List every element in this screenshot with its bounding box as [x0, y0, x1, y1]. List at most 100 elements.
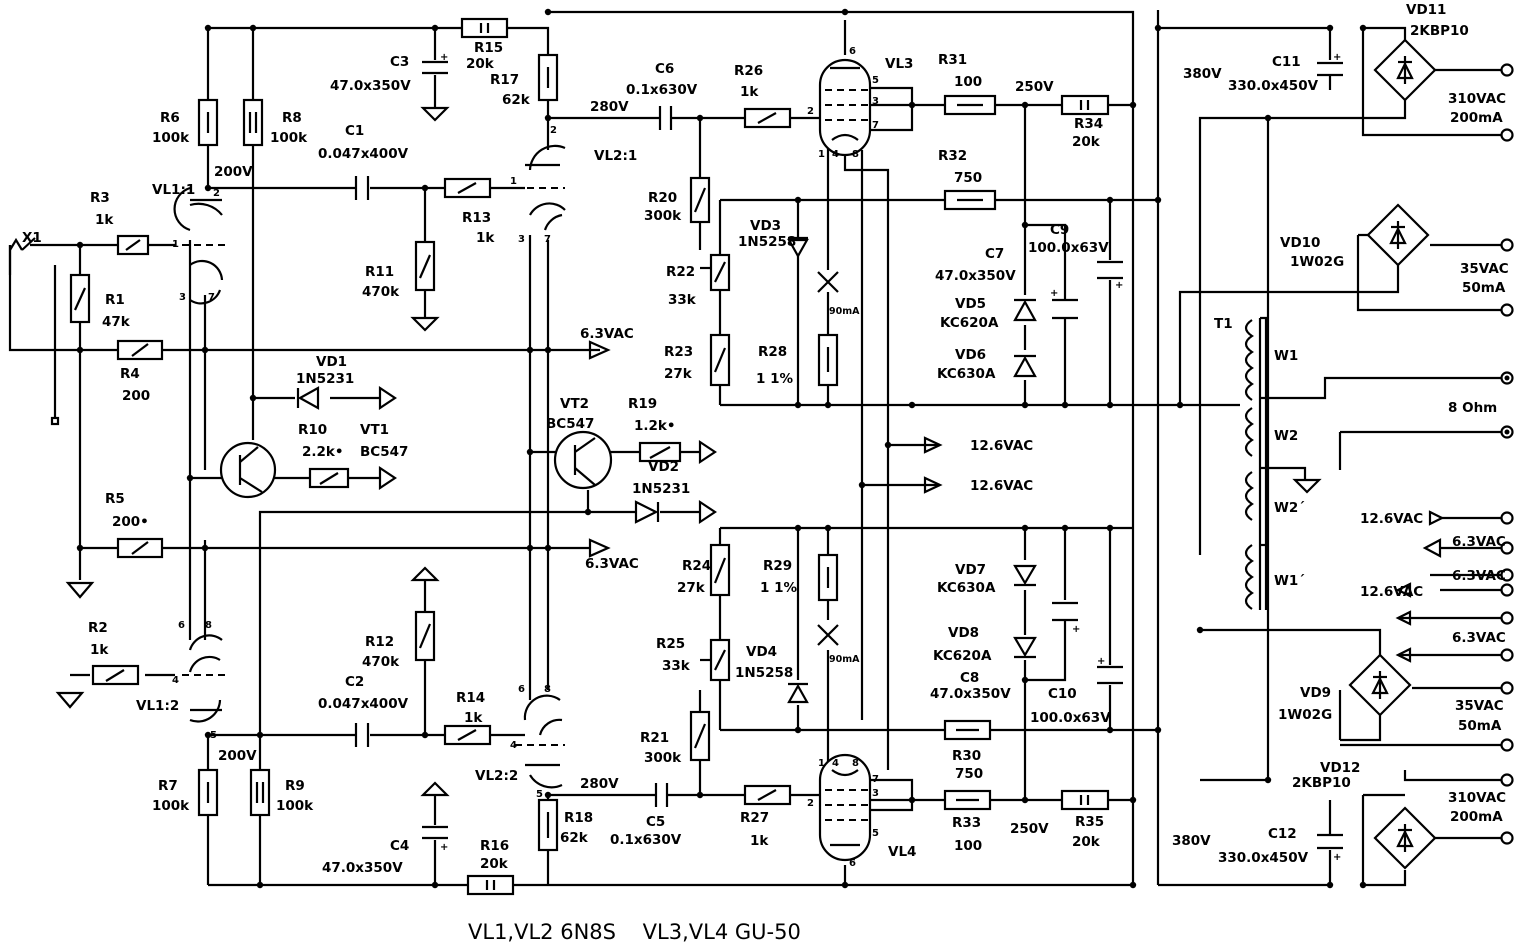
label-r32-value: 750	[954, 170, 982, 186]
pin-label: 3	[872, 788, 879, 799]
pin-label: 7	[544, 234, 551, 245]
tube-vl3	[818, 58, 872, 157]
label-r2-value: 1k	[90, 642, 109, 658]
label-r31-value: 100	[954, 74, 982, 90]
label-r15: R15	[474, 40, 503, 56]
pin-label: 5	[536, 789, 543, 800]
label-vl2-1: VL2:1	[594, 148, 637, 164]
label-c9-value: 100.0x63V	[1028, 240, 1109, 256]
zener-vd5	[1013, 298, 1037, 322]
pin-label: 7	[208, 292, 215, 303]
label-voltage-200v-top: 200V	[214, 164, 253, 180]
label-out-50ma-bottom: 50mA	[1458, 718, 1502, 734]
pin-label: 1	[172, 239, 179, 250]
capacitor-c6	[658, 106, 673, 130]
pin-label: 2	[213, 188, 220, 199]
label-out-8ohm: 8 Ohm	[1448, 400, 1497, 416]
svg-text:+: +	[1333, 852, 1341, 863]
label-r1-value: 47k	[102, 314, 131, 330]
bridge-vd11	[1373, 38, 1437, 102]
label-r14-value: 1k	[464, 710, 483, 726]
test-points	[817, 271, 839, 646]
label-c8-value: 47.0x350V	[930, 686, 1011, 702]
diode-vd1	[296, 386, 320, 410]
label-voltage-250v-top: 250V	[1015, 79, 1054, 95]
label-vt1-value: BC547	[360, 444, 408, 460]
label-r12: R12	[365, 634, 394, 650]
pin-label: 4	[832, 758, 839, 769]
label-vt2: VT2	[560, 396, 589, 412]
label-r6: R6	[160, 110, 180, 126]
label-r22-value: 33k	[668, 292, 697, 308]
label-r3-value: 1k	[95, 212, 114, 228]
label-vd2: VD2	[648, 459, 679, 475]
label-c8: C8	[960, 670, 979, 686]
label-out-310vac-bottom: 310VAC	[1448, 790, 1506, 806]
label-r7-value: 100k	[152, 798, 190, 814]
label-vl1-1: VL1:1	[152, 182, 195, 198]
pin-label: 8	[544, 684, 551, 695]
label-r26: R26	[734, 63, 763, 79]
label-filament-126-bottom: 12.6VAC	[970, 478, 1033, 494]
tube-vl2-1	[515, 144, 566, 231]
zener-vd7	[1013, 564, 1037, 587]
bridge-vd12	[1373, 806, 1437, 870]
label-vd2-value: 1N5231	[632, 481, 690, 497]
zener-vd6	[1013, 354, 1037, 378]
label-r10-value: 2.2k•	[302, 444, 344, 460]
label-current-90ma-top: 90mA	[829, 306, 860, 317]
pin-label: 8	[852, 149, 859, 160]
label-r13-value: 1k	[476, 230, 495, 246]
label-vd7-value: KC630A	[937, 580, 996, 596]
label-r24: R24	[682, 558, 711, 574]
label-r18: R18	[564, 810, 593, 826]
wires	[8, 10, 1505, 887]
label-vd1-value: 1N5231	[296, 371, 354, 387]
arrows	[378, 340, 1445, 663]
label-r19-value: 1.2k•	[634, 418, 676, 434]
pin-label: 3	[518, 234, 525, 245]
label-out-200ma-bottom: 200mA	[1450, 809, 1503, 825]
label-c10: C10	[1048, 686, 1077, 702]
label-vd1: VD1	[316, 354, 347, 370]
resistor-r35	[1060, 789, 1110, 811]
label-r22: R22	[666, 264, 695, 280]
svg-text:+: +	[440, 52, 448, 63]
label-r28: R28	[758, 344, 787, 360]
label-r3: R3	[90, 190, 110, 206]
label-c3: C3	[390, 54, 409, 70]
label-r9: R9	[285, 778, 305, 794]
label-c7: C7	[985, 246, 1004, 262]
label-voltage-380v-bottom: 380V	[1172, 833, 1211, 849]
label-vl3: VL3	[885, 56, 913, 72]
pin-label: 2	[807, 106, 814, 117]
label-r31: R31	[938, 52, 967, 68]
capacitor-c4: +	[422, 825, 448, 853]
label-filament-126-top: 12.6VAC	[970, 438, 1033, 454]
label-vd10: VD10	[1280, 235, 1320, 251]
label-r17: R17	[490, 72, 519, 88]
label-r6-value: 100k	[152, 130, 190, 146]
capacitor-c3: +	[422, 52, 448, 75]
label-vd7: VD7	[955, 562, 986, 578]
label-in-63vac-a: 6.3VAC	[1452, 534, 1506, 550]
label-r1: R1	[105, 292, 125, 308]
pin-label: 5	[872, 828, 879, 839]
label-vd11: VD11	[1406, 2, 1446, 18]
label-vd4: VD4	[746, 644, 777, 660]
label-c4: C4	[390, 838, 409, 854]
label-vd5-value: KC620A	[940, 315, 999, 331]
label-r28-value: 1 1%	[756, 371, 793, 387]
label-out-50ma-top: 50mA	[1462, 280, 1506, 296]
pin-label: 7	[872, 120, 879, 131]
pin-label: 2	[550, 125, 557, 136]
pin-label: 1	[818, 758, 825, 769]
pin-label: 8	[205, 620, 212, 631]
label-out-35vac-top: 35VAC	[1460, 261, 1509, 277]
diode-vd3	[787, 236, 809, 259]
label-vd5: VD5	[955, 296, 986, 312]
label-vd4-value: 1N5258	[735, 665, 793, 681]
tube-vl1-1	[173, 186, 225, 305]
label-vt2-value: BC547	[546, 416, 594, 432]
label-r8-value: 100k	[270, 130, 308, 146]
